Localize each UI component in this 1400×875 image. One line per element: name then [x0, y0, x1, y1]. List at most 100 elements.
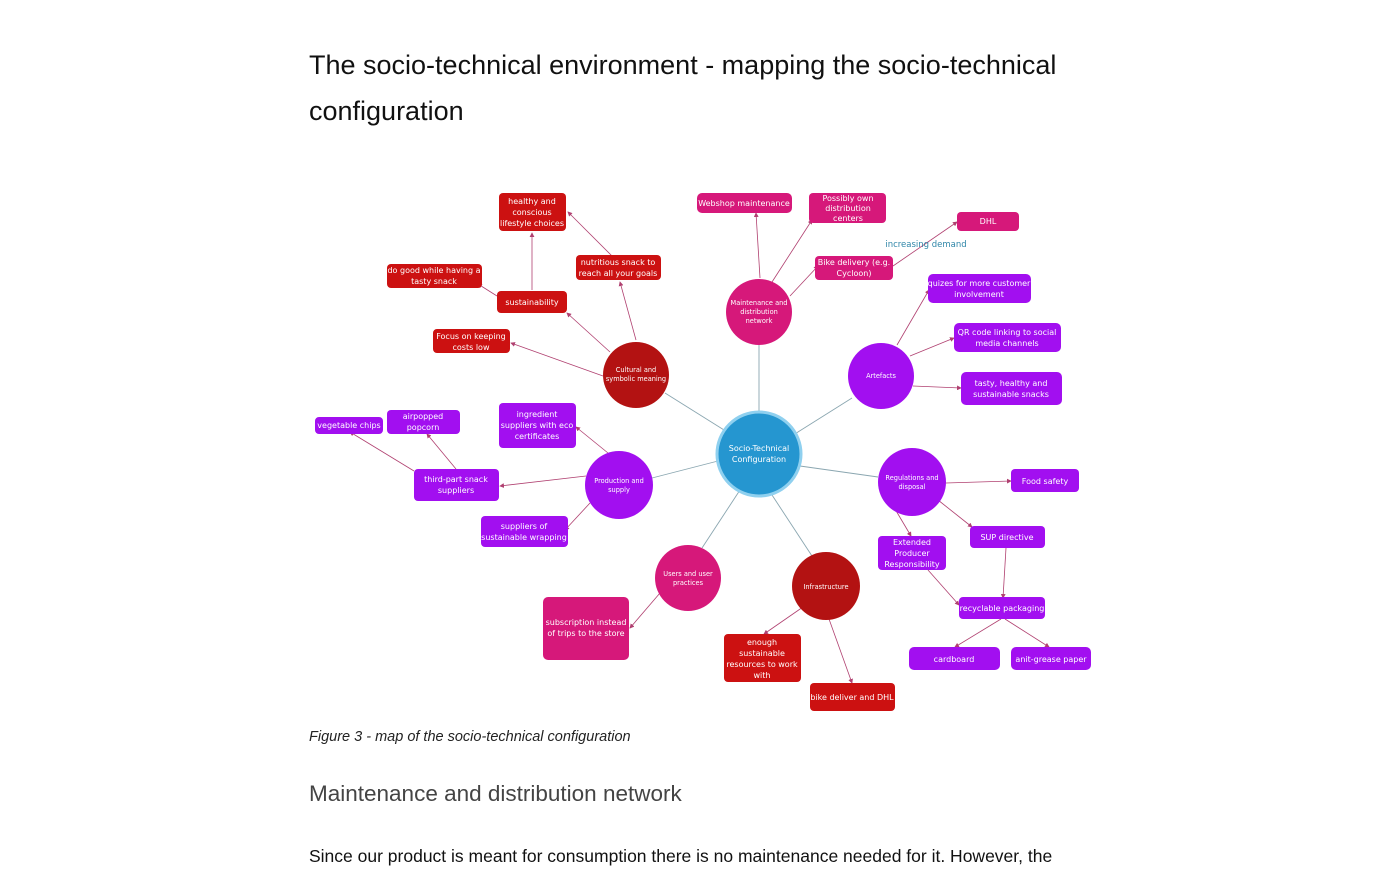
svg-text:of trips to the store: of trips to the store — [547, 629, 624, 638]
svg-text:sustainable wrapping: sustainable wrapping — [481, 533, 567, 542]
svg-text:DHL: DHL — [980, 217, 997, 226]
svg-text:bike deliver and DHL: bike deliver and DHL — [810, 693, 894, 702]
node-food-safety: Food safety — [1011, 469, 1079, 492]
svg-text:enough: enough — [747, 638, 777, 647]
node-enough: enough sustainable resources to work wit… — [724, 634, 801, 682]
node-webshop: Webshop maintenance — [697, 193, 792, 213]
svg-text:Artefacts: Artefacts — [866, 372, 896, 380]
svg-text:sustainable snacks: sustainable snacks — [973, 390, 1049, 399]
svg-text:SUP directive: SUP directive — [980, 533, 1033, 542]
svg-text:Bike delivery (e.g.: Bike delivery (e.g. — [818, 258, 890, 267]
svg-text:Production and: Production and — [594, 477, 644, 485]
svg-text:Regulations and: Regulations and — [885, 474, 938, 482]
svg-text:supply: supply — [608, 486, 630, 494]
svg-text:centers: centers — [833, 214, 863, 223]
svg-text:suppliers of: suppliers of — [501, 522, 548, 531]
hub-edges — [349, 211, 1050, 684]
socio-technical-map: Socio-Technical Configuration Cultural a… — [315, 193, 1091, 711]
node-tasty: tasty, healthy and sustainable snacks — [961, 372, 1062, 405]
svg-text:reach all your goals: reach all your goals — [579, 269, 658, 278]
node-bike-dhl: bike deliver and DHL — [810, 683, 895, 711]
svg-text:certificates: certificates — [515, 432, 560, 441]
node-healthy: healthy and conscious lifestyle choices — [499, 193, 566, 231]
node-wrapping: suppliers of sustainable wrapping — [481, 516, 568, 547]
svg-text:network: network — [746, 317, 773, 325]
svg-text:ingredient: ingredient — [517, 410, 558, 419]
svg-text:airpopped: airpopped — [403, 412, 444, 421]
node-cardboard: cardboard — [909, 647, 1000, 670]
svg-text:sustainable: sustainable — [739, 649, 785, 658]
body-paragraph: Since our product is meant for consumpti… — [309, 846, 1053, 866]
svg-text:Webshop maintenance: Webshop maintenance — [698, 199, 790, 208]
node-qr: QR code linking to social media channels — [954, 323, 1061, 352]
figure-caption: Figure 3 - map of the socio-technical co… — [309, 729, 631, 745]
section-heading: Maintenance and distribution network — [309, 781, 682, 806]
svg-text:distribution: distribution — [740, 308, 778, 316]
node-eco-suppliers: ingredient suppliers with eco certificat… — [499, 403, 576, 448]
hub-users: Users and user practices — [655, 545, 721, 611]
node-quizes: quizes for more customer involvement — [928, 274, 1031, 303]
svg-text:Cultural and: Cultural and — [616, 366, 656, 374]
node-epr: Extended Producer Responsibility — [878, 536, 946, 570]
svg-text:Users and user: Users and user — [663, 570, 713, 578]
svg-text:Food safety: Food safety — [1022, 477, 1069, 486]
svg-text:with: with — [754, 671, 771, 680]
svg-text:recyclable packaging: recyclable packaging — [960, 604, 1045, 613]
node-own-dc: Possibly own distribution centers — [809, 193, 886, 223]
center-node: Socio-Technical Configuration — [715, 410, 803, 498]
node-third-party: third-part snack suppliers — [414, 469, 499, 501]
node-nutritious: nutritious snack to reach all your goals — [576, 255, 661, 280]
svg-text:suppliers with eco: suppliers with eco — [501, 421, 574, 430]
node-recyclable: recyclable packaging — [959, 597, 1045, 619]
svg-text:practices: practices — [673, 579, 704, 587]
svg-text:do good while having a: do good while having a — [387, 266, 480, 275]
svg-text:vegetable chips: vegetable chips — [317, 421, 380, 430]
page-title: The socio-technical environment - mappin… — [309, 50, 1057, 126]
svg-text:cardboard: cardboard — [934, 655, 975, 664]
hub-regulations: Regulations and disposal — [878, 448, 946, 516]
svg-text:conscious: conscious — [512, 208, 551, 217]
svg-text:quizes for more customer: quizes for more customer — [928, 279, 1031, 288]
hub-maintenance: Maintenance and distribution network — [726, 279, 792, 345]
svg-text:costs low: costs low — [453, 343, 490, 352]
svg-text:Infrastructure: Infrastructure — [803, 583, 848, 591]
node-sup: SUP directive — [970, 526, 1045, 548]
svg-text:Possibly own: Possibly own — [822, 194, 873, 203]
svg-text:media channels: media channels — [975, 339, 1038, 348]
svg-text:resources to work: resources to work — [726, 660, 798, 669]
svg-text:disposal: disposal — [899, 483, 926, 491]
svg-text:involvement: involvement — [954, 290, 1004, 299]
svg-text:Maintenance and: Maintenance and — [731, 299, 788, 307]
svg-text:third-part snack: third-part snack — [424, 475, 488, 484]
node-chips: vegetable chips — [315, 417, 383, 434]
svg-text:subscription instead: subscription instead — [546, 618, 627, 627]
hub-production: Production and supply — [585, 451, 653, 519]
center-label-line2: Configuration — [732, 455, 786, 464]
hub-artefacts: Artefacts — [848, 343, 914, 409]
svg-text:Responsibility: Responsibility — [884, 560, 940, 569]
node-costs: Focus on keeping costs low — [433, 329, 510, 353]
svg-text:symbolic meaning: symbolic meaning — [606, 375, 666, 383]
node-popcorn: airpopped popcorn — [387, 410, 460, 434]
svg-text:nutritious snack to: nutritious snack to — [581, 258, 656, 267]
svg-text:healthy and: healthy and — [508, 197, 556, 206]
node-do-good: do good while having a tasty snack — [387, 264, 482, 288]
svg-text:QR code linking to social: QR code linking to social — [958, 328, 1057, 337]
hub-infrastructure: Infrastructure — [792, 552, 860, 620]
svg-text:suppliers: suppliers — [438, 486, 474, 495]
svg-text:anit-grease paper: anit-grease paper — [1015, 655, 1087, 664]
svg-text:Extended: Extended — [893, 538, 931, 547]
increasing-demand-label: increasing demand — [885, 240, 966, 250]
center-label-line1: Socio-Technical — [729, 444, 790, 453]
svg-text:popcorn: popcorn — [407, 423, 440, 432]
svg-text:tasty snack: tasty snack — [411, 277, 457, 286]
svg-text:Producer: Producer — [894, 549, 930, 558]
svg-text:lifestyle choices: lifestyle choices — [500, 219, 564, 228]
node-bike: Bike delivery (e.g. Cycloon) — [815, 256, 893, 280]
hub-cultural: Cultural and symbolic meaning — [603, 342, 669, 408]
svg-text:tasty, healthy and: tasty, healthy and — [975, 379, 1048, 388]
node-subscription: subscription instead of trips to the sto… — [543, 597, 629, 660]
svg-text:Focus on keeping: Focus on keeping — [436, 332, 506, 341]
svg-text:distribution: distribution — [825, 204, 871, 213]
svg-text:Cycloon): Cycloon) — [837, 269, 872, 278]
